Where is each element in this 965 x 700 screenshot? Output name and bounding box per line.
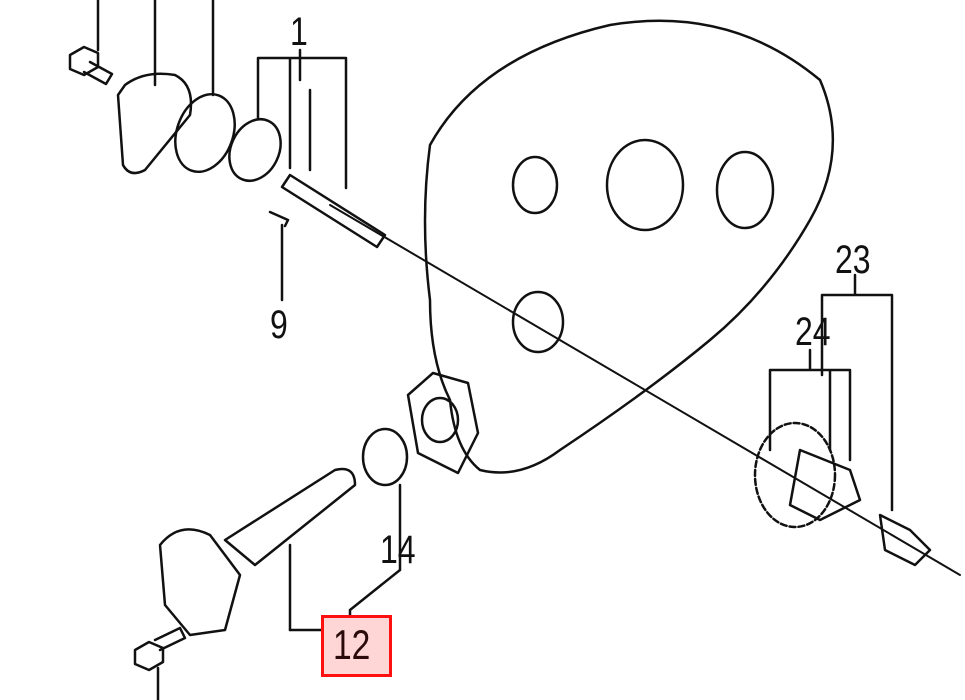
- part-label-14: 14: [380, 528, 416, 572]
- housing-hole: [715, 150, 775, 230]
- strainer-cap-part: [158, 528, 242, 637]
- o-ring-part: [361, 427, 409, 487]
- housing-hole: [605, 138, 685, 232]
- assembly-axis-line: [329, 204, 961, 576]
- highlighted-part-label-12[interactable]: 12: [321, 615, 392, 677]
- shaft-part: [280, 173, 387, 249]
- leader-bracket-24: [768, 348, 852, 462]
- part-label-12: 12: [333, 621, 371, 668]
- part-label-24: 24: [795, 310, 831, 354]
- housing-boss: [406, 371, 480, 475]
- bolt-part: [68, 45, 114, 86]
- housing-bore: [420, 396, 460, 444]
- housing-hole: [511, 155, 559, 215]
- leader-bracket-23: [820, 273, 894, 512]
- gear-case-housing: [423, 19, 835, 474]
- part-label-1: 1: [290, 10, 308, 54]
- washer-part: [511, 290, 565, 354]
- pin-part: [878, 513, 932, 567]
- gear-part: [753, 421, 837, 529]
- pin-part: [268, 210, 290, 228]
- leader-bracket-1: [256, 48, 348, 190]
- bolt-part: [133, 640, 165, 672]
- cover-plate-part: [116, 72, 193, 175]
- o-ring-part: [174, 92, 236, 174]
- seal-part: [228, 118, 282, 182]
- bolt-thread: [153, 626, 187, 652]
- oil-strainer-part: [223, 467, 357, 567]
- part-label-9: 9: [270, 303, 288, 347]
- part-label-23: 23: [835, 238, 871, 282]
- governor-weight-part: [788, 448, 862, 522]
